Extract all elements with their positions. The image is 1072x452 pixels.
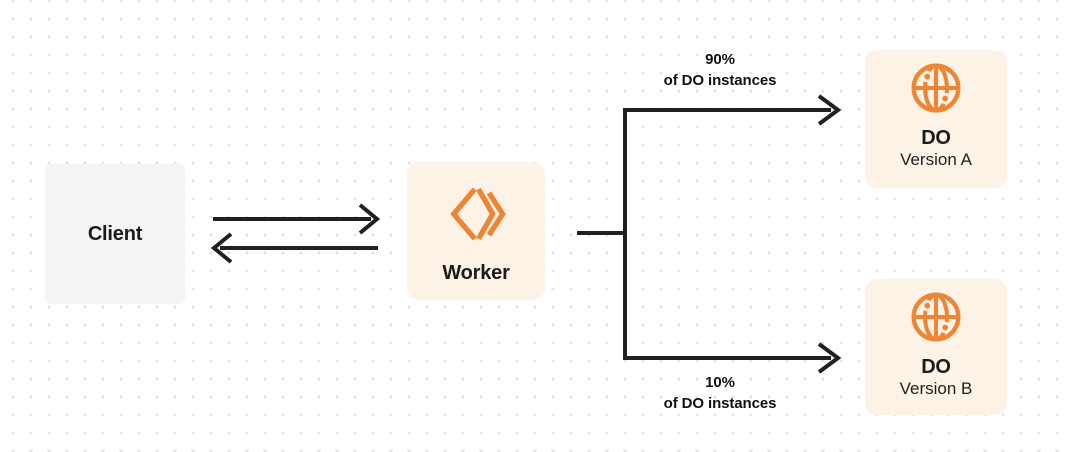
bottom-branch-caption: of DO instances xyxy=(663,395,777,412)
worker-branch-connector xyxy=(577,108,831,360)
client-node: Client xyxy=(45,164,185,304)
do-version-a-node: DO Version A xyxy=(865,50,1007,188)
top-branch-caption: of DO instances xyxy=(663,72,777,89)
client-label: Client xyxy=(87,222,143,245)
do-a-subtitle: Version A xyxy=(900,150,972,169)
workers-chevron-icon xyxy=(445,183,507,245)
client-to-worker-arrow xyxy=(213,203,381,235)
do-a-title: DO xyxy=(921,127,951,149)
bottom-branch-label: 10% of DO instances xyxy=(620,372,820,414)
do-b-subtitle: Version B xyxy=(899,379,973,398)
worker-node: Worker xyxy=(407,162,545,300)
bottom-branch-percent: 10% xyxy=(705,374,735,391)
top-branch-label: 90% of DO instances xyxy=(620,49,820,91)
globe-icon xyxy=(908,60,964,116)
branch-arrow-10-head xyxy=(817,342,842,374)
do-version-b-node: DO Version B xyxy=(865,279,1007,415)
globe-icon xyxy=(908,289,964,345)
worker-to-client-arrow xyxy=(210,232,378,264)
top-branch-percent: 90% xyxy=(705,51,735,68)
do-b-title: DO xyxy=(921,356,951,378)
branch-arrow-90-head xyxy=(817,94,842,126)
worker-label: Worker xyxy=(442,262,510,284)
